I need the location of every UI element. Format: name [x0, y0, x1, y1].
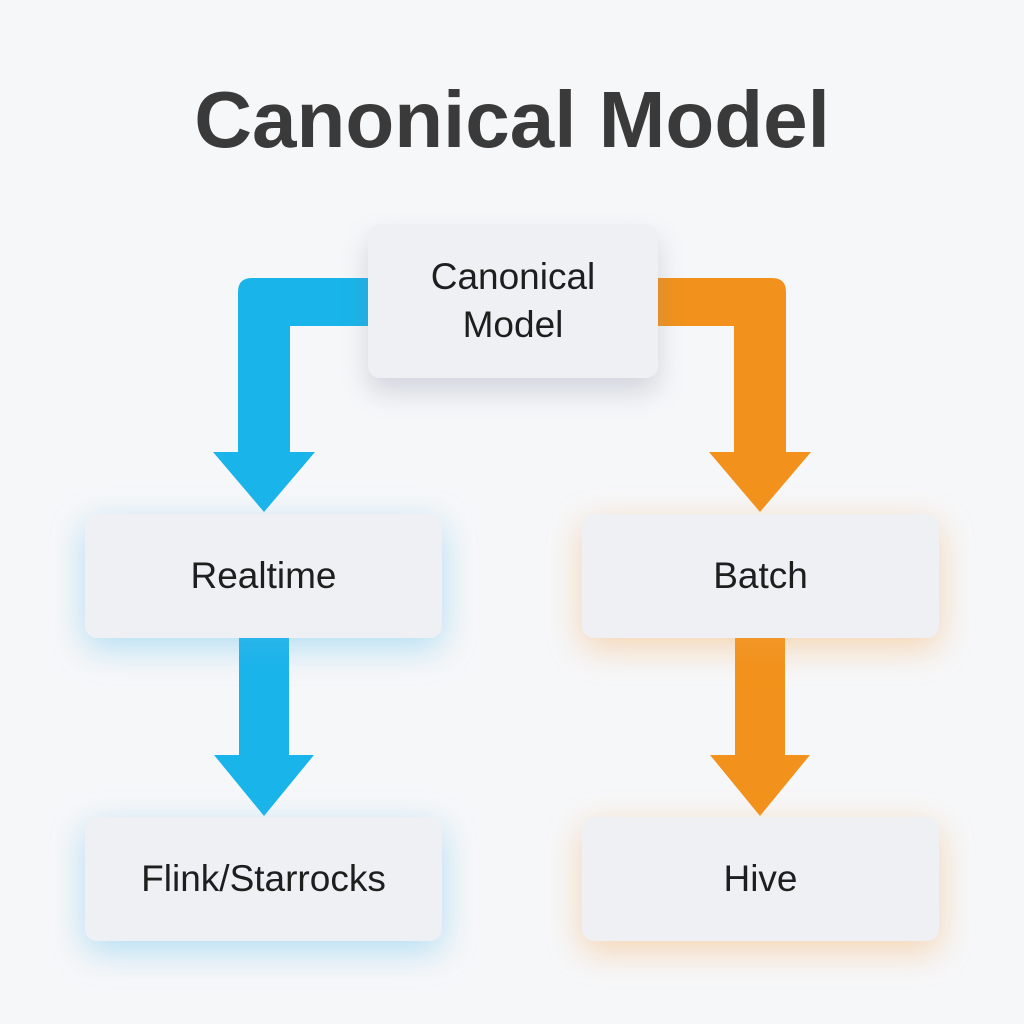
node-flink-starrocks: Flink/Starrocks — [85, 817, 442, 941]
node-batch: Batch — [582, 514, 939, 638]
node-batch-label: Batch — [713, 555, 808, 596]
node-flink-starrocks-label: Flink/Starrocks — [141, 858, 386, 899]
node-realtime-label: Realtime — [190, 555, 337, 596]
node-canonical-model-line1: Canonical — [430, 256, 596, 297]
node-canonical-model-line2: Model — [462, 304, 564, 345]
page-title: Canonical Model — [194, 75, 830, 164]
arrow-canonical-to-batch — [654, 278, 811, 512]
arrow-canonical-to-realtime — [213, 278, 372, 512]
node-hive: Hive — [582, 817, 939, 941]
arrow-batch-to-hive — [710, 638, 810, 816]
node-canonical-model: Canonical Model — [368, 224, 658, 378]
arrow-realtime-to-flink — [214, 638, 314, 816]
node-hive-label: Hive — [723, 858, 798, 899]
node-realtime: Realtime — [85, 514, 442, 638]
